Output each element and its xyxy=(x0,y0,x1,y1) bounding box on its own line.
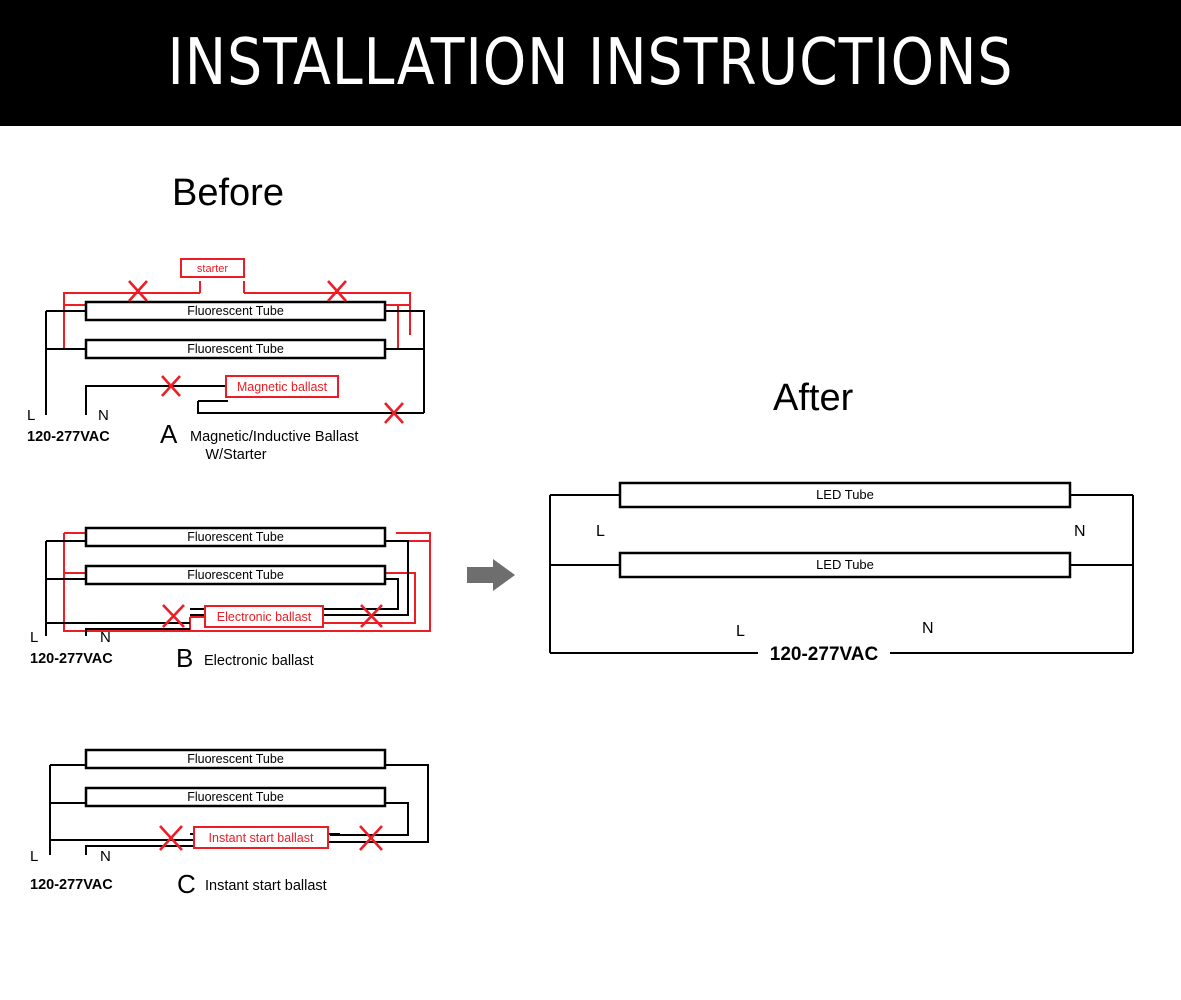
fluorescent-tube-3 xyxy=(84,526,387,548)
after-terminal-neutral-bottom: N xyxy=(922,620,934,637)
transition-arrow xyxy=(463,556,523,596)
black-wire-neutral-to-ballast xyxy=(85,385,228,415)
after-supply-voltage-label: 120-277VAC xyxy=(770,644,879,665)
black-wire-left-rail xyxy=(45,311,86,350)
right-arrow-icon xyxy=(467,559,515,591)
title-bar xyxy=(0,0,1181,126)
x-mark-cut-7 xyxy=(159,825,183,851)
case-description-a-line2: W/Starter xyxy=(205,447,266,463)
diagram-after-led-tubes: LED Tube LED Tube L N L N 120-277VAC xyxy=(460,470,1160,670)
after-terminal-neutral-top: N xyxy=(1074,523,1086,540)
terminal-neutral-label-b: N xyxy=(100,629,111,646)
page-title: INSTALLATION INSTRUCTIONS xyxy=(167,26,1014,100)
electronic-ballast-box xyxy=(204,605,324,628)
case-description-b: Electronic ballast xyxy=(204,653,314,669)
led-tube-1 xyxy=(618,481,1072,509)
x-mark-cut-2 xyxy=(327,280,347,302)
fluorescent-tube-5-label: Fluorescent Tube xyxy=(187,752,284,766)
instant-start-ballast-box xyxy=(193,826,329,849)
supply-voltage-label-c: 120-277VAC xyxy=(30,877,113,893)
case-description-c: Instant start ballast xyxy=(205,878,327,894)
starter-label: starter xyxy=(197,263,229,275)
diagram-b-electronic-ballast: Electronic ballast Fluorescent Tube Fluo… xyxy=(0,505,470,685)
x-mark-cut-5 xyxy=(162,604,185,628)
magnetic-ballast-label: Magnetic ballast xyxy=(237,380,328,394)
terminal-neutral-label-a: N xyxy=(98,407,109,424)
fluorescent-tube-6 xyxy=(84,786,387,808)
case-letter-a: A xyxy=(160,419,178,449)
x-mark-cut-1 xyxy=(128,280,148,302)
fluorescent-tube-4 xyxy=(84,564,387,586)
starter-component-box xyxy=(180,258,245,278)
supply-voltage-label-b: 120-277VAC xyxy=(30,651,113,667)
led-tube-2-label: LED Tube xyxy=(816,557,874,572)
black-wire-ballast-return xyxy=(197,401,424,414)
instant-start-ballast-label: Instant start ballast xyxy=(209,831,314,845)
terminal-live-label-a: L xyxy=(27,407,35,424)
fluorescent-tube-4-label: Fluorescent Tube xyxy=(187,568,284,582)
fluorescent-tube-2-label: Fluorescent Tube xyxy=(187,342,284,356)
fluorescent-tube-2 xyxy=(84,338,387,360)
terminal-live-label-b: L xyxy=(30,629,38,646)
after-terminal-live-bottom: L xyxy=(736,623,745,640)
black-wire-neutral-c xyxy=(85,845,190,855)
x-mark-cut-4 xyxy=(384,402,404,424)
fluorescent-tube-6-label: Fluorescent Tube xyxy=(187,790,284,804)
red-wire-outer-loop-b xyxy=(63,532,431,632)
after-terminal-live-top: L xyxy=(596,523,605,540)
case-letter-c: C xyxy=(177,869,196,899)
red-wire-left-rail xyxy=(63,293,86,350)
electronic-ballast-label: Electronic ballast xyxy=(217,610,312,624)
x-mark-cut-3 xyxy=(161,375,181,397)
fluorescent-tube-1-label: Fluorescent Tube xyxy=(187,304,284,318)
terminal-live-label-c: L xyxy=(30,848,38,865)
magnetic-ballast-box xyxy=(225,375,339,398)
fluorescent-tube-5 xyxy=(84,748,387,770)
black-wire-tube2-right-c xyxy=(330,802,409,836)
x-mark-cut-6 xyxy=(360,604,383,628)
terminal-neutral-label-c: N xyxy=(100,848,111,865)
black-wire-neutral-b xyxy=(85,628,190,636)
case-description-a-line1: Magnetic/Inductive Ballast xyxy=(190,429,358,445)
after-section-heading: After xyxy=(773,377,854,419)
black-wire-right-rail xyxy=(385,310,425,413)
diagram-c-instant-start-ballast: Instant start ballast Fluorescent Tube F… xyxy=(0,730,470,905)
before-section-heading: Before xyxy=(172,172,284,214)
supply-voltage-label-a: 120-277VAC xyxy=(27,429,110,445)
diagram-a-magnetic-ballast: starter Magnetic ballast Fluorescent Tub… xyxy=(0,245,470,470)
led-tube-2 xyxy=(618,551,1072,579)
case-letter-b: B xyxy=(176,643,193,673)
fluorescent-tube-1 xyxy=(84,300,387,322)
led-tube-1-label: LED Tube xyxy=(816,487,874,502)
x-mark-cut-8 xyxy=(359,825,383,851)
fluorescent-tube-3-label: Fluorescent Tube xyxy=(187,530,284,544)
